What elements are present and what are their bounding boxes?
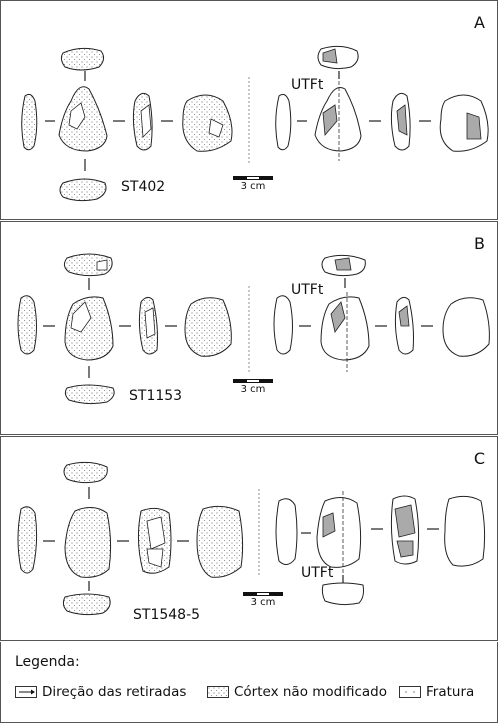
- artifact-back-view: [196, 505, 244, 578]
- artifact-code: ST1548-5: [133, 607, 201, 623]
- artifact-back-view: [182, 94, 233, 152]
- artifact-drawings: [17, 253, 490, 405]
- panel-b: B: [0, 221, 498, 435]
- legend: Legenda: Direção das retiradas Córtex nã…: [0, 642, 498, 723]
- dotted-swatch-icon: [207, 686, 229, 698]
- legend-label: Córtex não modificado: [234, 684, 388, 700]
- artifact-back-view: [184, 297, 232, 357]
- artifact-top-view: [60, 47, 105, 71]
- artifact-bottom-view: [64, 384, 115, 405]
- artifact-code: ST402: [121, 179, 166, 195]
- utf-label: UTFt: [291, 282, 324, 298]
- scale-bar: 3 cm: [243, 592, 283, 608]
- legend-label: Direção das retiradas: [42, 684, 187, 700]
- scale-bar: 3 cm: [233, 379, 273, 395]
- panel-a: A: [0, 0, 498, 220]
- artifact-code: ST1153: [129, 388, 183, 404]
- scale-label: 3 cm: [240, 181, 266, 192]
- legend-item-fracture: Fratura: [399, 684, 474, 700]
- legend-title: Legenda:: [15, 654, 80, 670]
- artifact-drawings: [21, 45, 489, 202]
- panel-label: A: [474, 13, 485, 32]
- legend-label: Fratura: [426, 684, 475, 700]
- artifact-left-side: [17, 506, 38, 574]
- panel-label: B: [474, 234, 485, 253]
- scale-label: 3 cm: [240, 384, 266, 395]
- artifact-left-side: [21, 93, 38, 151]
- utf-label: UTFt: [301, 565, 334, 581]
- arrow-icon: [15, 686, 37, 698]
- scale-label: 3 cm: [250, 597, 276, 608]
- artifact-top-view: [63, 461, 108, 484]
- artifact-bottom-view: [62, 593, 111, 616]
- panel-label: C: [473, 449, 485, 468]
- panel-c: C: [0, 436, 498, 641]
- legend-item-cortex: Córtex não modificado: [207, 684, 387, 700]
- artifact-left-side: [17, 295, 37, 355]
- legend-item-direction: Direção das retiradas: [15, 684, 186, 700]
- artifact-drawings: [17, 461, 486, 616]
- artifact-bottom-view: [59, 178, 107, 202]
- scale-bar: 3 cm: [233, 176, 273, 192]
- fracture-swatch-icon: [399, 686, 421, 698]
- utf-label: UTFt: [291, 77, 324, 93]
- artifact-front-view: [64, 507, 112, 578]
